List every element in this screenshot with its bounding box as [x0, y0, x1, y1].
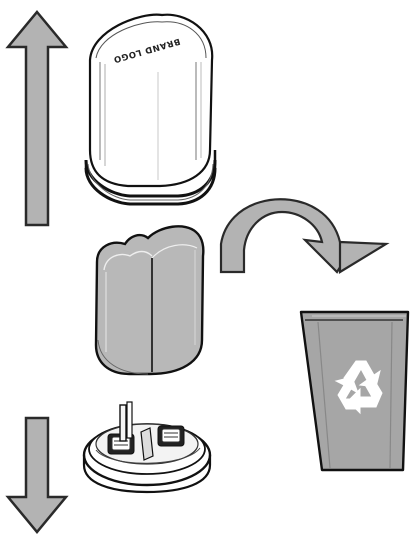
trash-bin-icon	[301, 312, 408, 470]
release-tab	[120, 402, 132, 441]
filter-cartridge	[96, 226, 203, 374]
curved-arrow-icon	[221, 199, 386, 272]
valve-right	[158, 426, 184, 446]
up-arrow-icon	[8, 12, 66, 225]
down-arrow-icon	[8, 418, 66, 532]
filter-housing-cover: BRAND LOGO	[86, 15, 215, 204]
filter-base	[84, 402, 210, 492]
